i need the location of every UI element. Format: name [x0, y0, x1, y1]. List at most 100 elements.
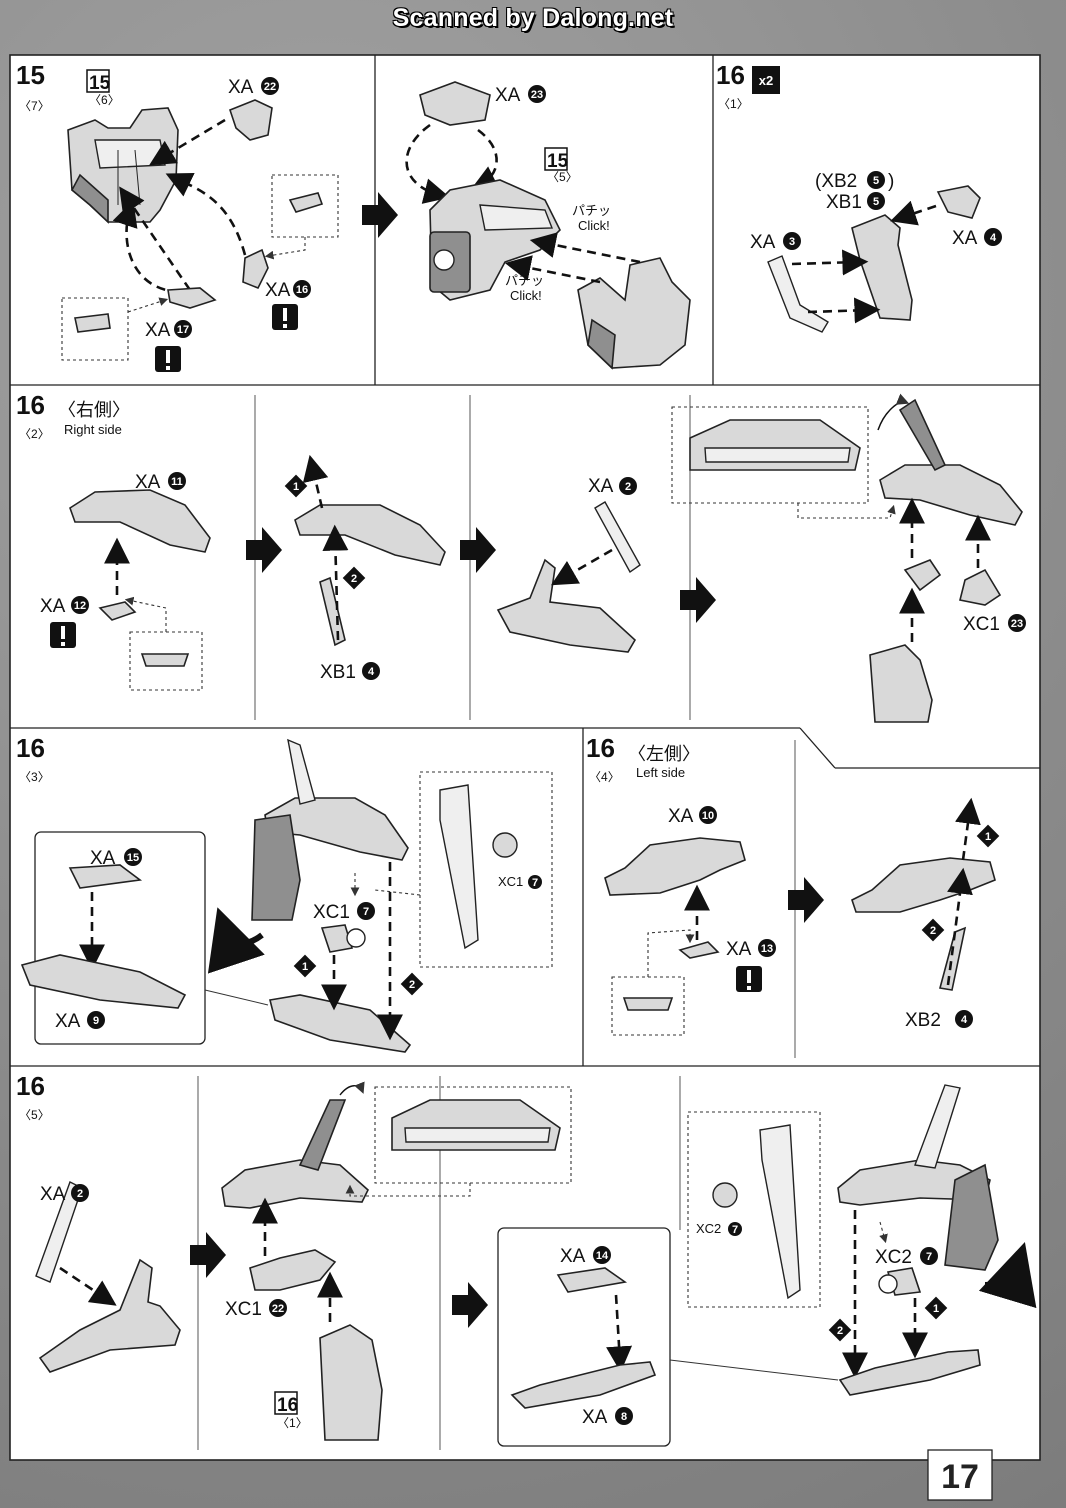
part-xa13	[678, 941, 720, 959]
svg-text:): )	[888, 171, 894, 192]
part-label: XA	[265, 280, 291, 301]
chest-assembly-part	[67, 107, 179, 224]
scan-watermark: Scanned by Dalong.net	[392, 4, 674, 32]
next-step-arrow-icon	[452, 1282, 488, 1328]
side-label-en: Right side	[64, 422, 122, 437]
rotate-arrow-icon	[877, 393, 910, 431]
sub-assembly-box	[497, 1227, 671, 1447]
svg-text:2: 2	[625, 481, 631, 493]
part-number-badge: 3	[783, 232, 801, 250]
caution-icon	[50, 622, 76, 648]
svg-text:〈1〉: 〈1〉	[718, 97, 749, 111]
step-15-panel: 15 〈7〉 15 〈6〉 XA 22	[16, 60, 691, 372]
part-number-badge: 4	[362, 662, 380, 680]
svg-text:4: 4	[368, 666, 375, 678]
svg-text:15: 15	[89, 73, 111, 94]
part-label: XA	[726, 939, 752, 960]
svg-text:8: 8	[621, 1411, 627, 1423]
order-diamond-icon: 2	[921, 918, 945, 942]
step-number: 16	[716, 60, 745, 90]
side-label-jp: 〈右側〉	[58, 400, 130, 421]
part-label: XB1	[826, 192, 862, 213]
svg-text:7: 7	[926, 1251, 932, 1263]
svg-text:2: 2	[351, 573, 357, 585]
svg-text:7: 7	[532, 877, 538, 889]
part-xa10	[604, 837, 746, 896]
part-number-badge: 2	[619, 477, 637, 495]
svg-text:11: 11	[171, 476, 183, 488]
part-xa11	[69, 489, 211, 553]
part-label: XA	[40, 1184, 66, 1205]
svg-text:17: 17	[177, 324, 189, 336]
next-step-arrow-icon	[190, 1232, 226, 1278]
part-xa15	[68, 864, 143, 889]
part-label: XB1	[320, 662, 356, 683]
svg-text:9: 9	[93, 1015, 99, 1027]
next-step-arrow-icon	[460, 527, 496, 573]
part-label: XC2	[696, 1221, 721, 1236]
svg-text:〈3〉: 〈3〉	[19, 770, 50, 784]
part-number-badge: 11	[168, 472, 186, 490]
svg-text:5: 5	[873, 175, 879, 187]
part-label: XA	[750, 232, 776, 253]
part-number-badge: 9	[87, 1011, 105, 1029]
order-diamond-icon: 2	[828, 1318, 852, 1342]
part-number-badge: 16	[293, 280, 311, 298]
svg-text:23: 23	[531, 89, 543, 101]
part-xa23	[419, 81, 491, 126]
part-label: XC1	[963, 614, 1000, 635]
part-number-badge: 7	[528, 875, 542, 889]
svg-text:〈5〉: 〈5〉	[547, 170, 578, 184]
order-diamond-icon: 2	[342, 566, 366, 590]
caution-icon	[272, 304, 298, 330]
order-diamond-icon: 1	[284, 474, 308, 498]
part-xb1-fin	[851, 214, 913, 321]
part-number-badge: 12	[71, 596, 89, 614]
step-number: 15	[16, 60, 45, 90]
caution-icon	[736, 966, 762, 992]
rotate-arrow-icon	[339, 1081, 365, 1096]
step-16-1-panel: 16 x2 〈1〉 (XB2 5 ) XB1 5 XA	[716, 60, 1002, 333]
part-number-badge: 7	[357, 902, 375, 920]
quantity-badge: x2	[752, 66, 780, 94]
part-number-badge: 23	[1008, 614, 1026, 632]
next-step-arrow-icon	[788, 877, 824, 923]
part-label: XA	[560, 1246, 586, 1267]
svg-text:23: 23	[1011, 618, 1023, 630]
part-label: XA	[952, 228, 978, 249]
rotate-arrow-icon	[207, 907, 265, 974]
part-number-badge: 22	[261, 77, 279, 95]
part-number-badge: 17	[174, 320, 192, 338]
part-xa12	[98, 601, 137, 621]
svg-text:4: 4	[961, 1014, 968, 1026]
order-diamond-icon: 1	[293, 954, 317, 978]
part-number-badge: 4	[984, 228, 1002, 246]
part-number-badge: 10	[699, 806, 717, 824]
step-number: 16	[16, 390, 45, 420]
svg-text:5: 5	[873, 196, 879, 208]
svg-text:14: 14	[596, 1250, 609, 1262]
svg-text:17: 17	[941, 1458, 979, 1496]
chest-front-part	[577, 257, 691, 370]
part-label: XC2	[875, 1247, 912, 1268]
svg-text:15: 15	[547, 151, 569, 172]
svg-text:〈1〉: 〈1〉	[277, 1416, 308, 1430]
step-number: 16	[16, 1071, 45, 1101]
part-label: XC1	[313, 902, 350, 923]
caution-icon	[155, 346, 181, 372]
part-label: XA	[55, 1011, 81, 1032]
svg-text:2: 2	[837, 1325, 843, 1337]
part-number-badge: 22	[269, 1299, 287, 1317]
part-number-badge: 5	[867, 192, 885, 210]
svg-text:2: 2	[930, 925, 936, 937]
step-16-4-panel: 16 〈4〉 〈左側〉 Left side XA 10 XA 13 1 2 XB…	[586, 733, 1000, 1036]
next-step-arrow-icon	[680, 577, 716, 623]
detail-box	[61, 297, 129, 361]
page-number-badge: 17	[927, 1449, 993, 1501]
part-number-badge: 7	[728, 1222, 742, 1236]
reference-step-badge: 15 〈5〉	[544, 147, 578, 184]
step-number: 16	[586, 733, 615, 763]
svg-text:2: 2	[77, 1188, 83, 1200]
click-callout: Click!	[578, 218, 610, 233]
detail-box	[687, 1111, 821, 1308]
